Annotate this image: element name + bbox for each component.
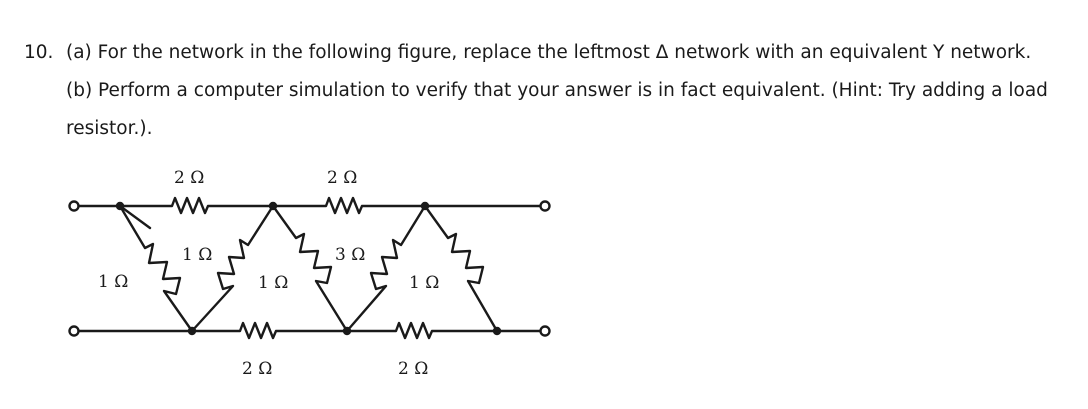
terminal-bottom-left bbox=[68, 325, 80, 337]
terminal-top-right bbox=[539, 200, 551, 212]
label-r-right: 1 Ω bbox=[409, 273, 439, 293]
node-2 bbox=[268, 201, 278, 211]
problem-number: 10. bbox=[24, 42, 54, 63]
resistor-mid-1 bbox=[271, 204, 349, 333]
node-4 bbox=[187, 326, 197, 336]
wire-top-rail bbox=[77, 196, 542, 215]
wire-bottom-rail bbox=[77, 321, 542, 340]
part-a-text: (a) For the network in the following fig… bbox=[66, 42, 1032, 63]
label-r-bottom-left: 2 Ω bbox=[242, 359, 272, 379]
problem-line-a: 10. (a) For the network in the following … bbox=[24, 34, 1064, 72]
resistor-left-vertical bbox=[118, 204, 194, 333]
label-r-diag-1: 1 Ω bbox=[182, 245, 212, 265]
label-r-left-vertical: 1 Ω bbox=[98, 272, 128, 292]
resistor-diag-2 bbox=[345, 204, 427, 333]
part-b-text: (b) Perform a computer simulation to ver… bbox=[66, 80, 1048, 101]
problem-text: 10. (a) For the network in the following … bbox=[24, 34, 1064, 148]
terminal-bottom-right bbox=[539, 325, 551, 337]
label-r-top-right: 2 Ω bbox=[327, 168, 357, 188]
node-6 bbox=[492, 326, 502, 336]
resistor-right bbox=[423, 204, 499, 333]
label-r-top-left: 2 Ω bbox=[174, 168, 204, 188]
label-r-bottom-right: 2 Ω bbox=[398, 359, 428, 379]
resistor-diag-1 bbox=[118, 204, 152, 230]
part-b-continuation: resistor.). bbox=[66, 118, 153, 139]
label-r-diag-2: 3 Ω bbox=[335, 245, 365, 265]
terminal-top-left bbox=[68, 200, 80, 212]
node-3 bbox=[420, 201, 430, 211]
label-r-mid-1: 1 Ω bbox=[258, 273, 288, 293]
node-1 bbox=[115, 201, 125, 211]
node-5 bbox=[342, 326, 352, 336]
resistor-diag-left bbox=[190, 204, 275, 333]
